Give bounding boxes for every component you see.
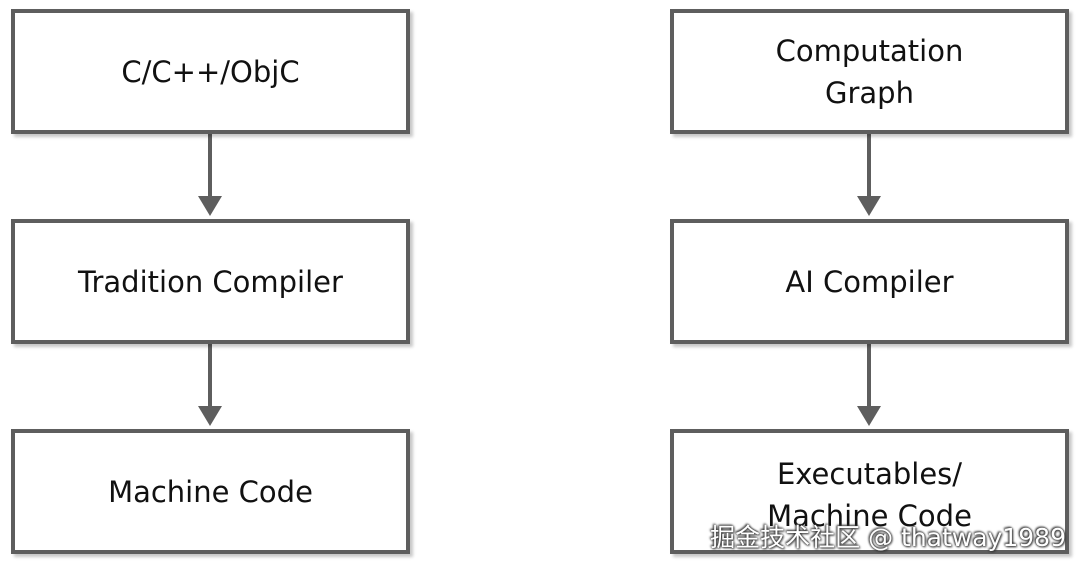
box-source-code: C/C++/ObjC <box>11 9 410 134</box>
box-computation-graph-line1: Computation <box>775 33 964 68</box>
arrowhead-left-1 <box>198 196 222 216</box>
box-computation-graph-line2: Graph <box>825 75 914 110</box>
box-tradition-compiler-label: Tradition Compiler <box>78 264 343 299</box>
box-machine-code: Machine Code <box>11 429 410 554</box>
arrowhead-right-1 <box>857 196 881 216</box>
arrowhead-left-2 <box>198 406 222 426</box>
box-executables-line1: Executables/ <box>776 457 963 491</box>
box-tradition-compiler: Tradition Compiler <box>11 219 410 344</box>
watermark-text: 掘金技术社区 @ thatway1989 <box>710 523 1066 552</box>
box-executables: Executables/ Machine Code <box>670 429 1069 554</box>
box-ai-compiler: AI Compiler <box>670 219 1069 344</box>
box-computation-graph: Computation Graph <box>670 9 1069 134</box>
arrowhead-right-2 <box>857 406 881 426</box>
box-ai-compiler-label: AI Compiler <box>785 264 954 299</box>
box-machine-code-label: Machine Code <box>108 474 313 509</box>
box-executables-line2: Machine Code <box>767 499 972 533</box>
box-source-code-label: C/C++/ObjC <box>121 54 300 89</box>
